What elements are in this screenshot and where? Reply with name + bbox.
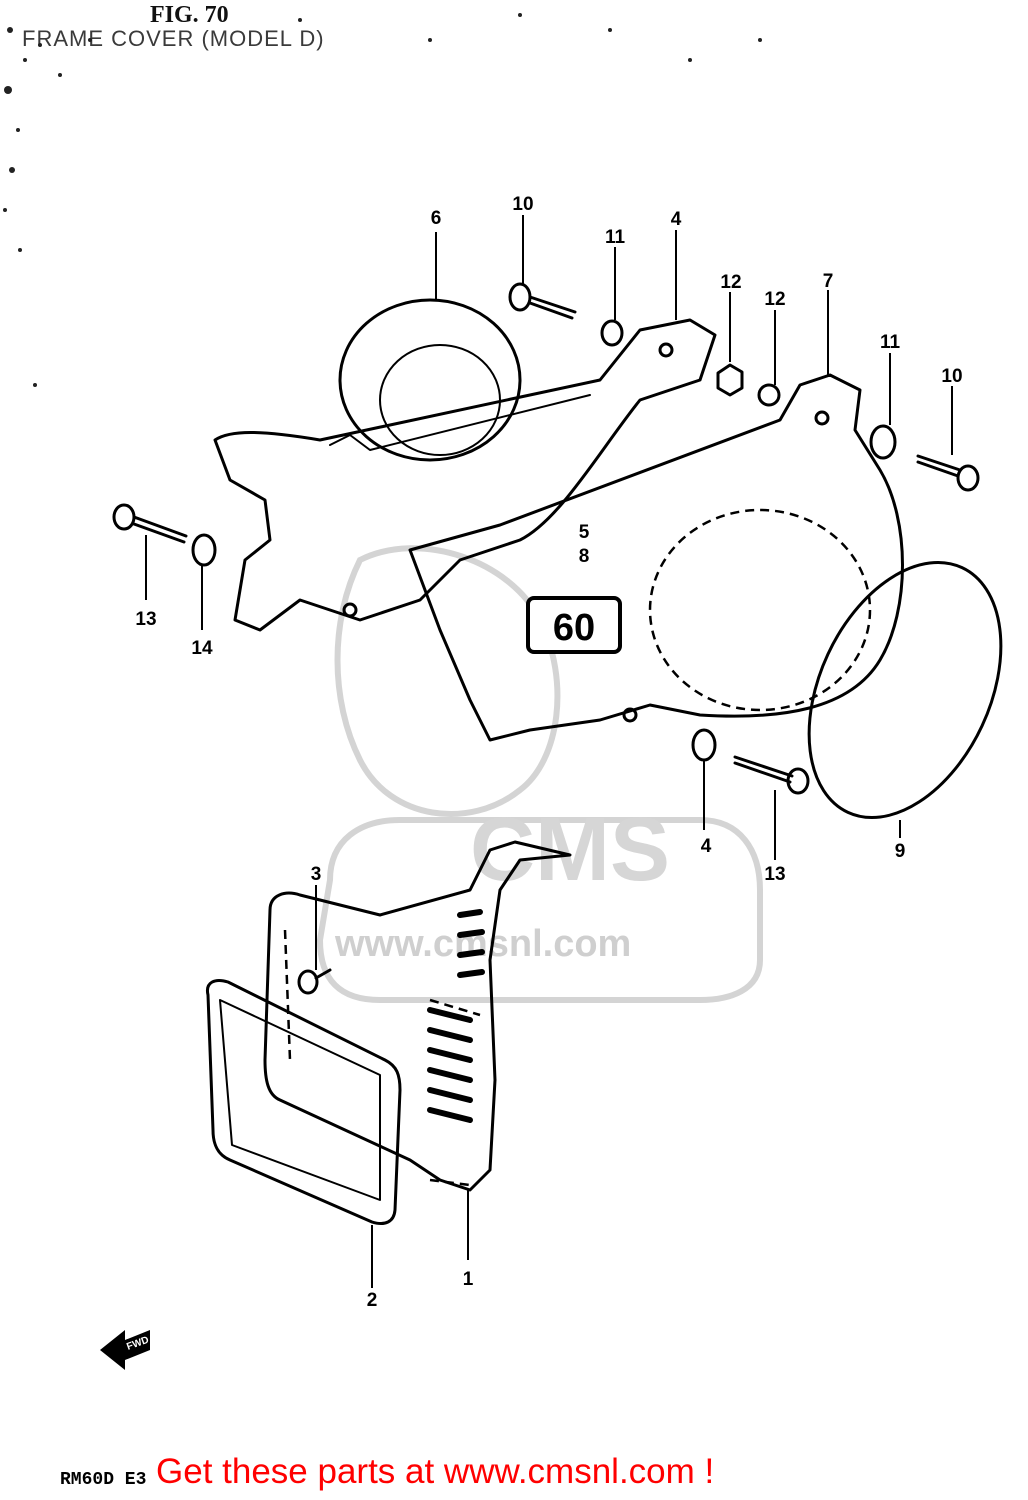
callout-3: 3 xyxy=(311,864,322,885)
callout-7: 7 xyxy=(823,271,834,292)
part-8-decal xyxy=(526,596,622,654)
part-13-bolt-left xyxy=(112,503,188,544)
callout-14: 14 xyxy=(191,638,213,659)
figure-number: FIG. 70 xyxy=(150,2,229,28)
scan-noise xyxy=(3,13,762,387)
callout-11-left: 11 xyxy=(605,227,626,248)
part-2-inner-edge xyxy=(219,999,381,1201)
part-10-bolt-right xyxy=(916,454,980,492)
part-3-screw xyxy=(297,968,332,995)
page-title: FRAME COVER (MODEL D) xyxy=(22,26,325,51)
part-7-inner-opening xyxy=(648,508,872,712)
part-11-washer-right xyxy=(869,424,897,460)
part-4-inner-edge xyxy=(329,394,591,451)
part-14-washer xyxy=(191,533,217,567)
callout-11-right: 11 xyxy=(880,332,901,353)
decal-text: 60 xyxy=(553,607,595,649)
promo-link[interactable]: Get these parts at www.cmsnl.com ! xyxy=(156,1452,715,1491)
part-6-oring-inner xyxy=(379,344,501,456)
part-9-oring xyxy=(807,560,1003,820)
part-11-washer-left xyxy=(600,319,624,347)
part-4-lower-hole xyxy=(342,602,358,618)
part-4-frame-cover xyxy=(213,318,717,632)
leader-lines xyxy=(145,215,953,1288)
part-4-mount-hole xyxy=(658,342,674,358)
callout-13-left: 13 xyxy=(135,609,156,630)
callout-5: 5 xyxy=(579,522,590,543)
part-10-bolt-left xyxy=(508,282,577,320)
part-7-mount-hole xyxy=(814,410,830,426)
part-12-nut-left xyxy=(716,363,744,397)
callout-12-right: 12 xyxy=(764,289,785,310)
part-1-number-plate xyxy=(263,840,572,1192)
part-6-oring xyxy=(338,298,522,462)
part-2-plate-frame xyxy=(205,979,402,1225)
model-code: RM60D E3 xyxy=(60,1470,147,1490)
watermark-mascot xyxy=(316,545,763,1003)
callout-8: 8 xyxy=(579,546,590,567)
forward-arrow-icon xyxy=(100,1330,150,1370)
callout-12-left: 12 xyxy=(720,272,741,293)
part-13-bolt-right xyxy=(733,755,810,795)
callout-6: 6 xyxy=(431,208,442,229)
part-7-frame-cover xyxy=(408,373,904,742)
part-4-washer xyxy=(691,728,717,762)
part-12-nut-right xyxy=(757,383,781,407)
watermark-logo: CMS xyxy=(470,800,670,900)
callout-10-left: 10 xyxy=(512,194,533,215)
callout-10-right: 10 xyxy=(941,366,962,387)
callout-4-bottom: 4 xyxy=(701,836,712,857)
callout-4-top: 4 xyxy=(671,209,682,230)
part-1-vent-slots xyxy=(427,909,485,1123)
callout-9: 9 xyxy=(895,841,906,862)
part-1-inner-edge xyxy=(283,929,481,1187)
part-7-lower-hole xyxy=(622,707,638,723)
callout-1: 1 xyxy=(463,1269,474,1290)
callout-2: 2 xyxy=(367,1290,378,1311)
callout-13-right: 13 xyxy=(764,864,785,885)
